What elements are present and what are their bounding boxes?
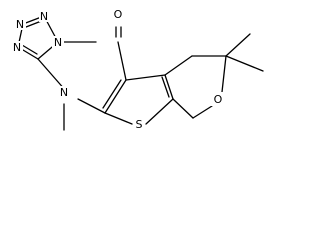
bond-c-c-double — [161, 76, 170, 98]
bond-c-c4a — [125, 74, 166, 81]
bond-c4a-c10a-double — [102, 79, 122, 109]
bond-c-ch2-top — [164, 55, 193, 76]
atom-o-pyran: O — [214, 93, 223, 106]
bonds — [17, 15, 264, 131]
bond-cme2-o — [221, 55, 227, 93]
atom-n-tetrazole-2: N — [16, 18, 24, 31]
bond-n3-c-double — [21, 44, 38, 55]
bond-s-c — [145, 98, 174, 125]
bond-c4a-c10a — [104, 79, 127, 114]
bond-methyl-1 — [225, 33, 251, 57]
atom-n-tetrazole-1: N — [40, 10, 48, 23]
bond-methyl-2 — [225, 55, 264, 72]
bond-c10a-s — [104, 112, 133, 125]
atom-labels: N N N N N O S O — [11, 6, 225, 131]
atom-n-tetrazole-3: N — [13, 41, 21, 54]
atom-n-pyrimidine: N — [60, 86, 68, 99]
atom-s-thiophene: S — [136, 118, 143, 131]
bond-c10a-npyr — [77, 98, 106, 114]
bond-ccarbonyl-c4a — [117, 41, 127, 81]
bond-npyr-c — [37, 58, 67, 92]
bond-c-c — [164, 74, 174, 100]
bond-o-ch2 — [192, 105, 213, 119]
atom-n-tetrazole-4: N — [54, 36, 62, 49]
molecule-structure-diagram: N N N N N O S O — [11, 6, 264, 131]
atom-o-carbonyl: O — [114, 8, 123, 21]
bond-ch2-c — [172, 98, 194, 119]
